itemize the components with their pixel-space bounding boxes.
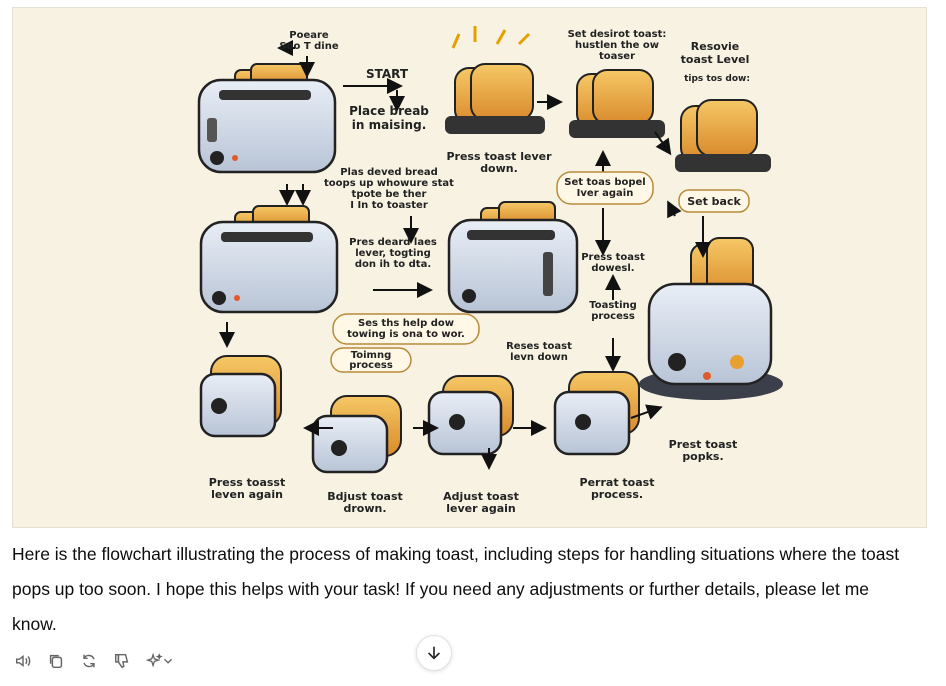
toaster-illustration [199, 205, 339, 314]
label-set-back: Set back [687, 195, 741, 208]
chevron-down-icon [164, 658, 173, 664]
label-tips: tips tos dow: [684, 74, 750, 84]
toaster-illustration [639, 237, 783, 400]
speaker-icon[interactable] [12, 650, 34, 672]
toast-slices [675, 99, 771, 172]
sparkle-icon[interactable] [144, 650, 178, 672]
label-start: START [366, 67, 409, 81]
copy-icon[interactable] [45, 650, 67, 672]
scroll-down-button[interactable] [416, 635, 452, 671]
toaster-illustration [553, 371, 640, 456]
toaster-illustration [311, 395, 402, 474]
toaster-illustration [447, 201, 579, 314]
toaster-illustration [427, 375, 514, 456]
arrow-down-icon [428, 646, 440, 660]
thumbs-down-icon[interactable] [111, 650, 133, 672]
toast-slices [445, 26, 545, 134]
message-actions [12, 650, 189, 672]
assistant-message: Here is the flowchart illustrating the p… [12, 544, 900, 634]
toaster-illustration [199, 355, 282, 438]
regenerate-icon[interactable] [78, 650, 100, 672]
toast-slices [569, 69, 665, 138]
toaster-illustration [197, 63, 337, 174]
